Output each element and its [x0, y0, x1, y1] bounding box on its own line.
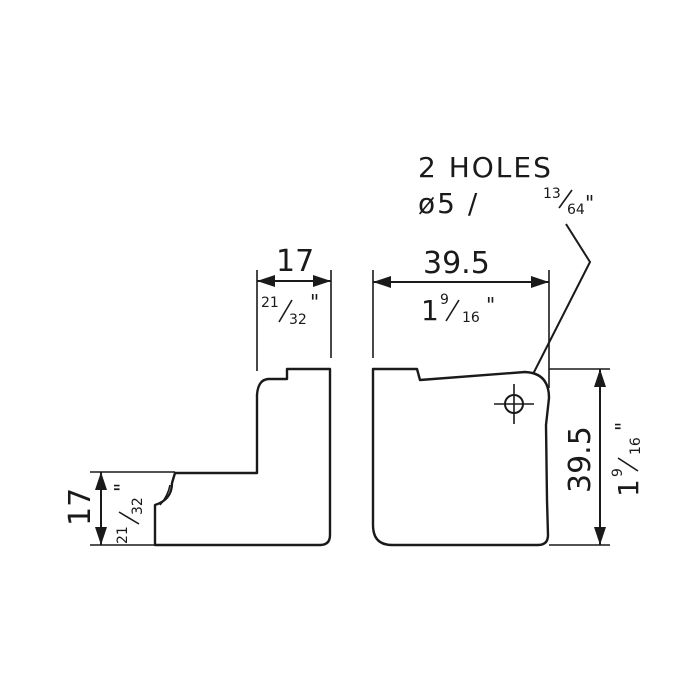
dim-right-frac-unit: "	[611, 422, 635, 431]
dim-left-frac-unit: "	[110, 483, 134, 492]
holes-count-label: 2 HOLES	[418, 151, 553, 184]
dim-top-large-frac-unit: "	[486, 293, 495, 317]
dim-top-small-frac-slash	[278, 299, 293, 323]
holes-frac-denominator: 64	[567, 202, 585, 218]
dim-right-whole: 1	[612, 479, 645, 497]
dim-top-small-frac-unit: "	[310, 290, 319, 314]
dim-left: 17 21 32 "	[63, 471, 175, 546]
holes-leader	[522, 223, 592, 396]
dim-top-small-frac-num: 21	[261, 295, 279, 311]
dim-top-large-frac-num: 9	[440, 292, 449, 308]
dim-left-frac-num: 21	[115, 526, 131, 544]
dim-top-large-whole: 1	[421, 294, 439, 327]
dim-right: 39.5 1 9 16 "	[549, 368, 645, 546]
dim-top-small-frac-den: 32	[289, 312, 307, 328]
dim-top-large-frac-slash	[445, 299, 460, 322]
dim-right-frac-slash	[617, 457, 639, 472]
part-l-inner-edge	[159, 484, 171, 506]
part-corner	[371, 367, 551, 547]
holes-frac-slash	[558, 189, 573, 209]
holes-frac-unit: "	[585, 191, 594, 215]
dim-right-metric: 39.5	[563, 426, 598, 493]
part-l-bracket	[153, 367, 332, 547]
holes-frac-numerator: 13	[543, 186, 561, 202]
dim-top-small: 17 21 32 "	[256, 244, 332, 371]
hole-mark	[494, 384, 534, 424]
dim-top-large-frac-den: 16	[462, 310, 480, 326]
holes-note: 2 HOLES ø5 / 13 64 "	[418, 151, 594, 220]
holes-diameter-label: ø5 /	[418, 187, 479, 220]
dim-right-frac-num: 9	[610, 468, 626, 477]
dim-top-small-metric: 17	[276, 244, 314, 279]
dim-right-frac-den: 16	[628, 437, 644, 455]
dim-left-frac-den: 32	[130, 497, 146, 515]
dim-left-frac-slash	[118, 511, 140, 525]
dim-top-large: 39.5 1 9 16 "	[372, 246, 550, 388]
dim-top-large-metric: 39.5	[423, 246, 490, 281]
dim-left-metric: 17	[63, 488, 98, 526]
